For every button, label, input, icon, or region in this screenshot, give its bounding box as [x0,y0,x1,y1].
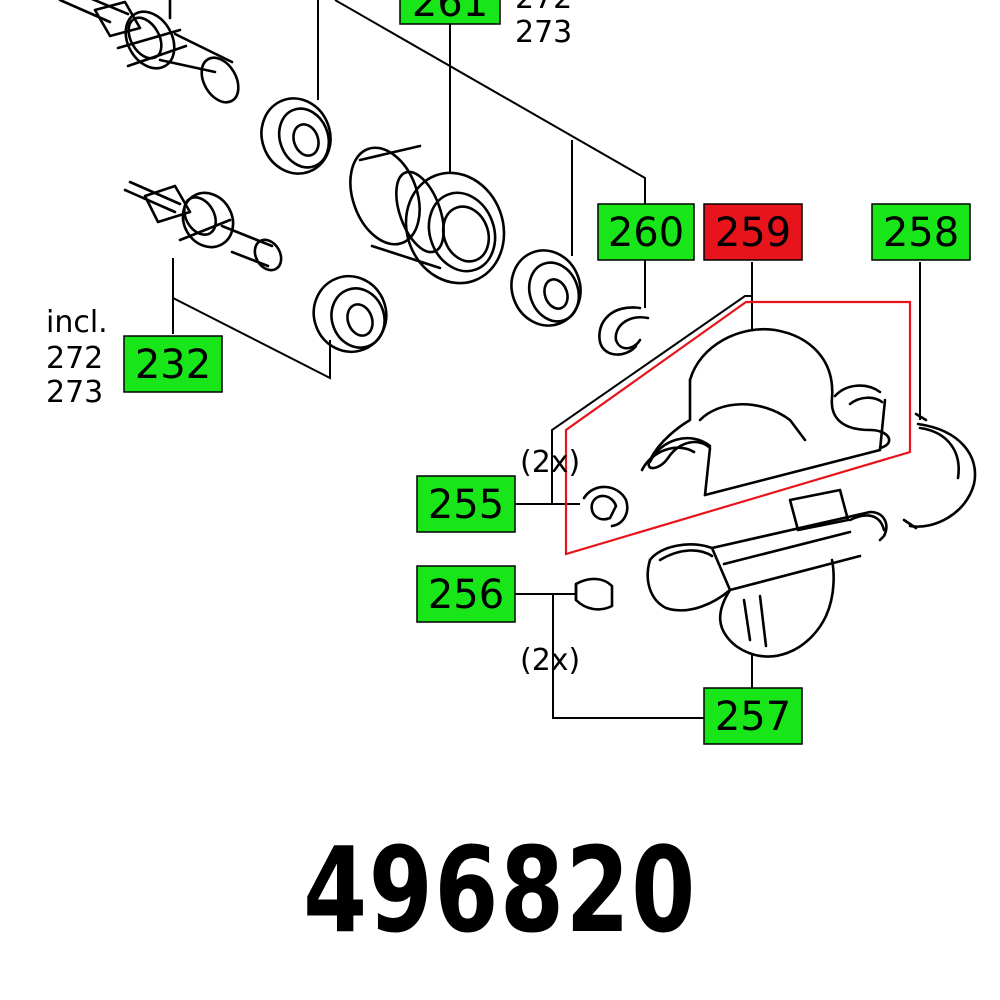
label-255-text: 255 [428,482,504,528]
note-left-272: 272 [46,341,103,376]
label-256-text: 256 [428,572,504,618]
leader-lines [172,0,921,719]
housing-lower-257 [646,488,888,658]
label-259-text: 259 [715,210,791,256]
note-top-273: 273 [515,15,572,50]
label-261[interactable]: 261 [399,0,501,26]
label-260-text: 260 [608,210,684,256]
label-258[interactable]: 258 [871,203,971,261]
bearing-right [510,249,582,327]
label-232[interactable]: 232 [123,335,223,393]
label-261-text: 261 [412,0,488,26]
pulley-261 [349,144,506,285]
label-232-text: 232 [135,342,211,388]
lower-shaft-232 [123,180,283,272]
upper-shaft [58,0,240,104]
bearing-lower-left [312,274,388,354]
label-255[interactable]: 255 [416,475,516,533]
note-qty-255: (2x) [520,445,580,480]
part-number: 496820 [303,821,697,959]
parts-drawing [58,0,977,658]
circlip-258 [902,412,977,530]
label-260[interactable]: 260 [597,203,695,261]
label-257[interactable]: 257 [703,687,803,745]
label-256[interactable]: 256 [416,565,516,623]
note-qty-256: (2x) [520,643,580,678]
label-259[interactable]: 259 [703,203,803,261]
highlight-outline-259 [564,300,912,556]
label-257-text: 257 [715,694,791,740]
bearing-top [260,97,332,175]
note-incl: incl. [46,305,108,340]
housing-upper-259 [640,327,891,497]
note-top-272: 272 [515,0,572,16]
note-left-273: 273 [46,375,103,410]
segment-256 [574,577,614,611]
shell-255 [582,485,629,528]
circlip-260 [598,306,650,356]
label-258-text: 258 [883,210,959,256]
